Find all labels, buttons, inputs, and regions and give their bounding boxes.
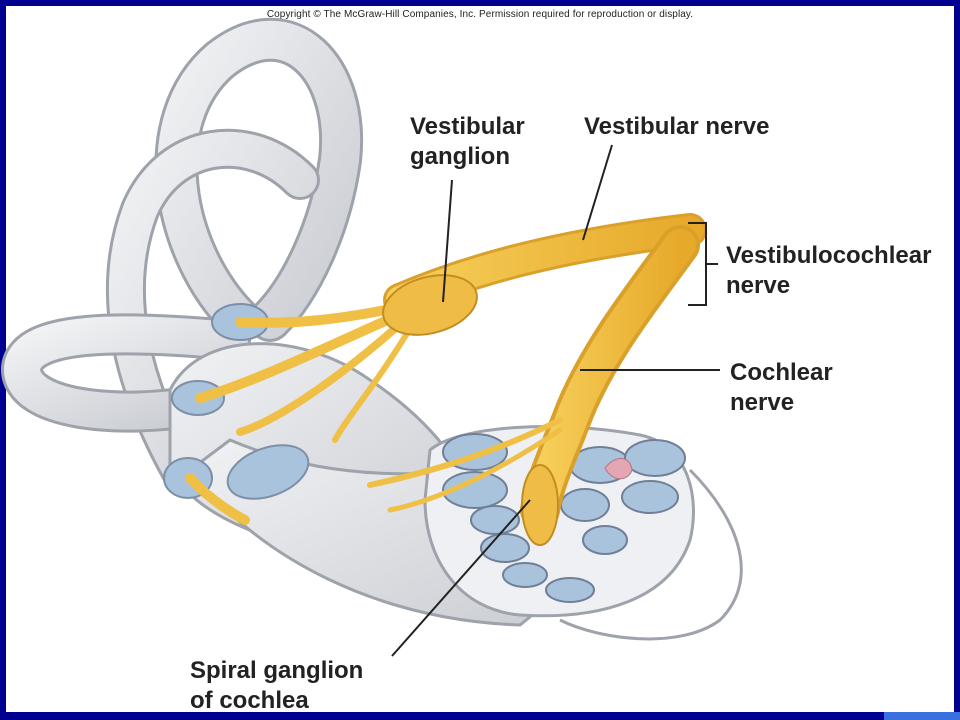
label-vestibular-nerve: Vestibular nerve <box>584 113 770 140</box>
label-spiral-ganglion: Spiral ganglion of cochlea <box>190 657 364 714</box>
label-vestibular-ganglion: Vestibular ganglion <box>410 113 525 170</box>
semicircular-canals <box>1 17 364 490</box>
copyright-notice: Copyright © The McGraw-Hill Companies, I… <box>266 9 694 20</box>
spiral-ganglion <box>521 464 559 546</box>
bottom-border-bar <box>0 712 960 720</box>
cochlea-cross-section <box>423 425 743 641</box>
label-vestibulocochlear-nerve: Vestibulocochlear nerve <box>726 242 932 299</box>
vestibular-ganglion <box>382 274 478 336</box>
bottom-accent-bar <box>884 712 960 720</box>
label-cochlear-nerve: Cochlear nerve <box>730 359 833 416</box>
leader-lines <box>391 144 720 657</box>
